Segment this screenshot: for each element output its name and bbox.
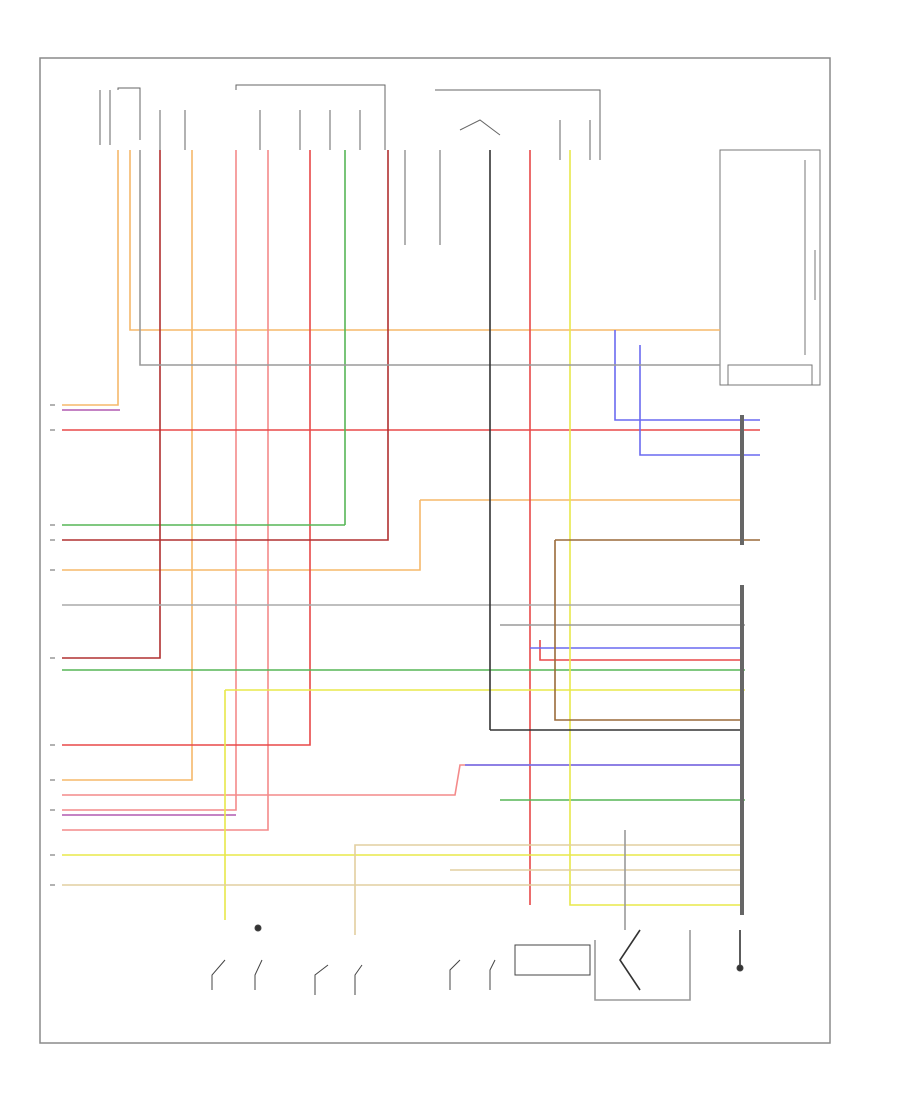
right-module — [719, 149, 821, 386]
top-switch-block — [99, 84, 601, 245]
bottom-switches — [211, 924, 744, 995]
wire-layer — [62, 150, 760, 1001]
connector-c1 — [740, 415, 744, 915]
diagram-border — [39, 57, 831, 1044]
left-connector-pins — [50, 404, 55, 886]
